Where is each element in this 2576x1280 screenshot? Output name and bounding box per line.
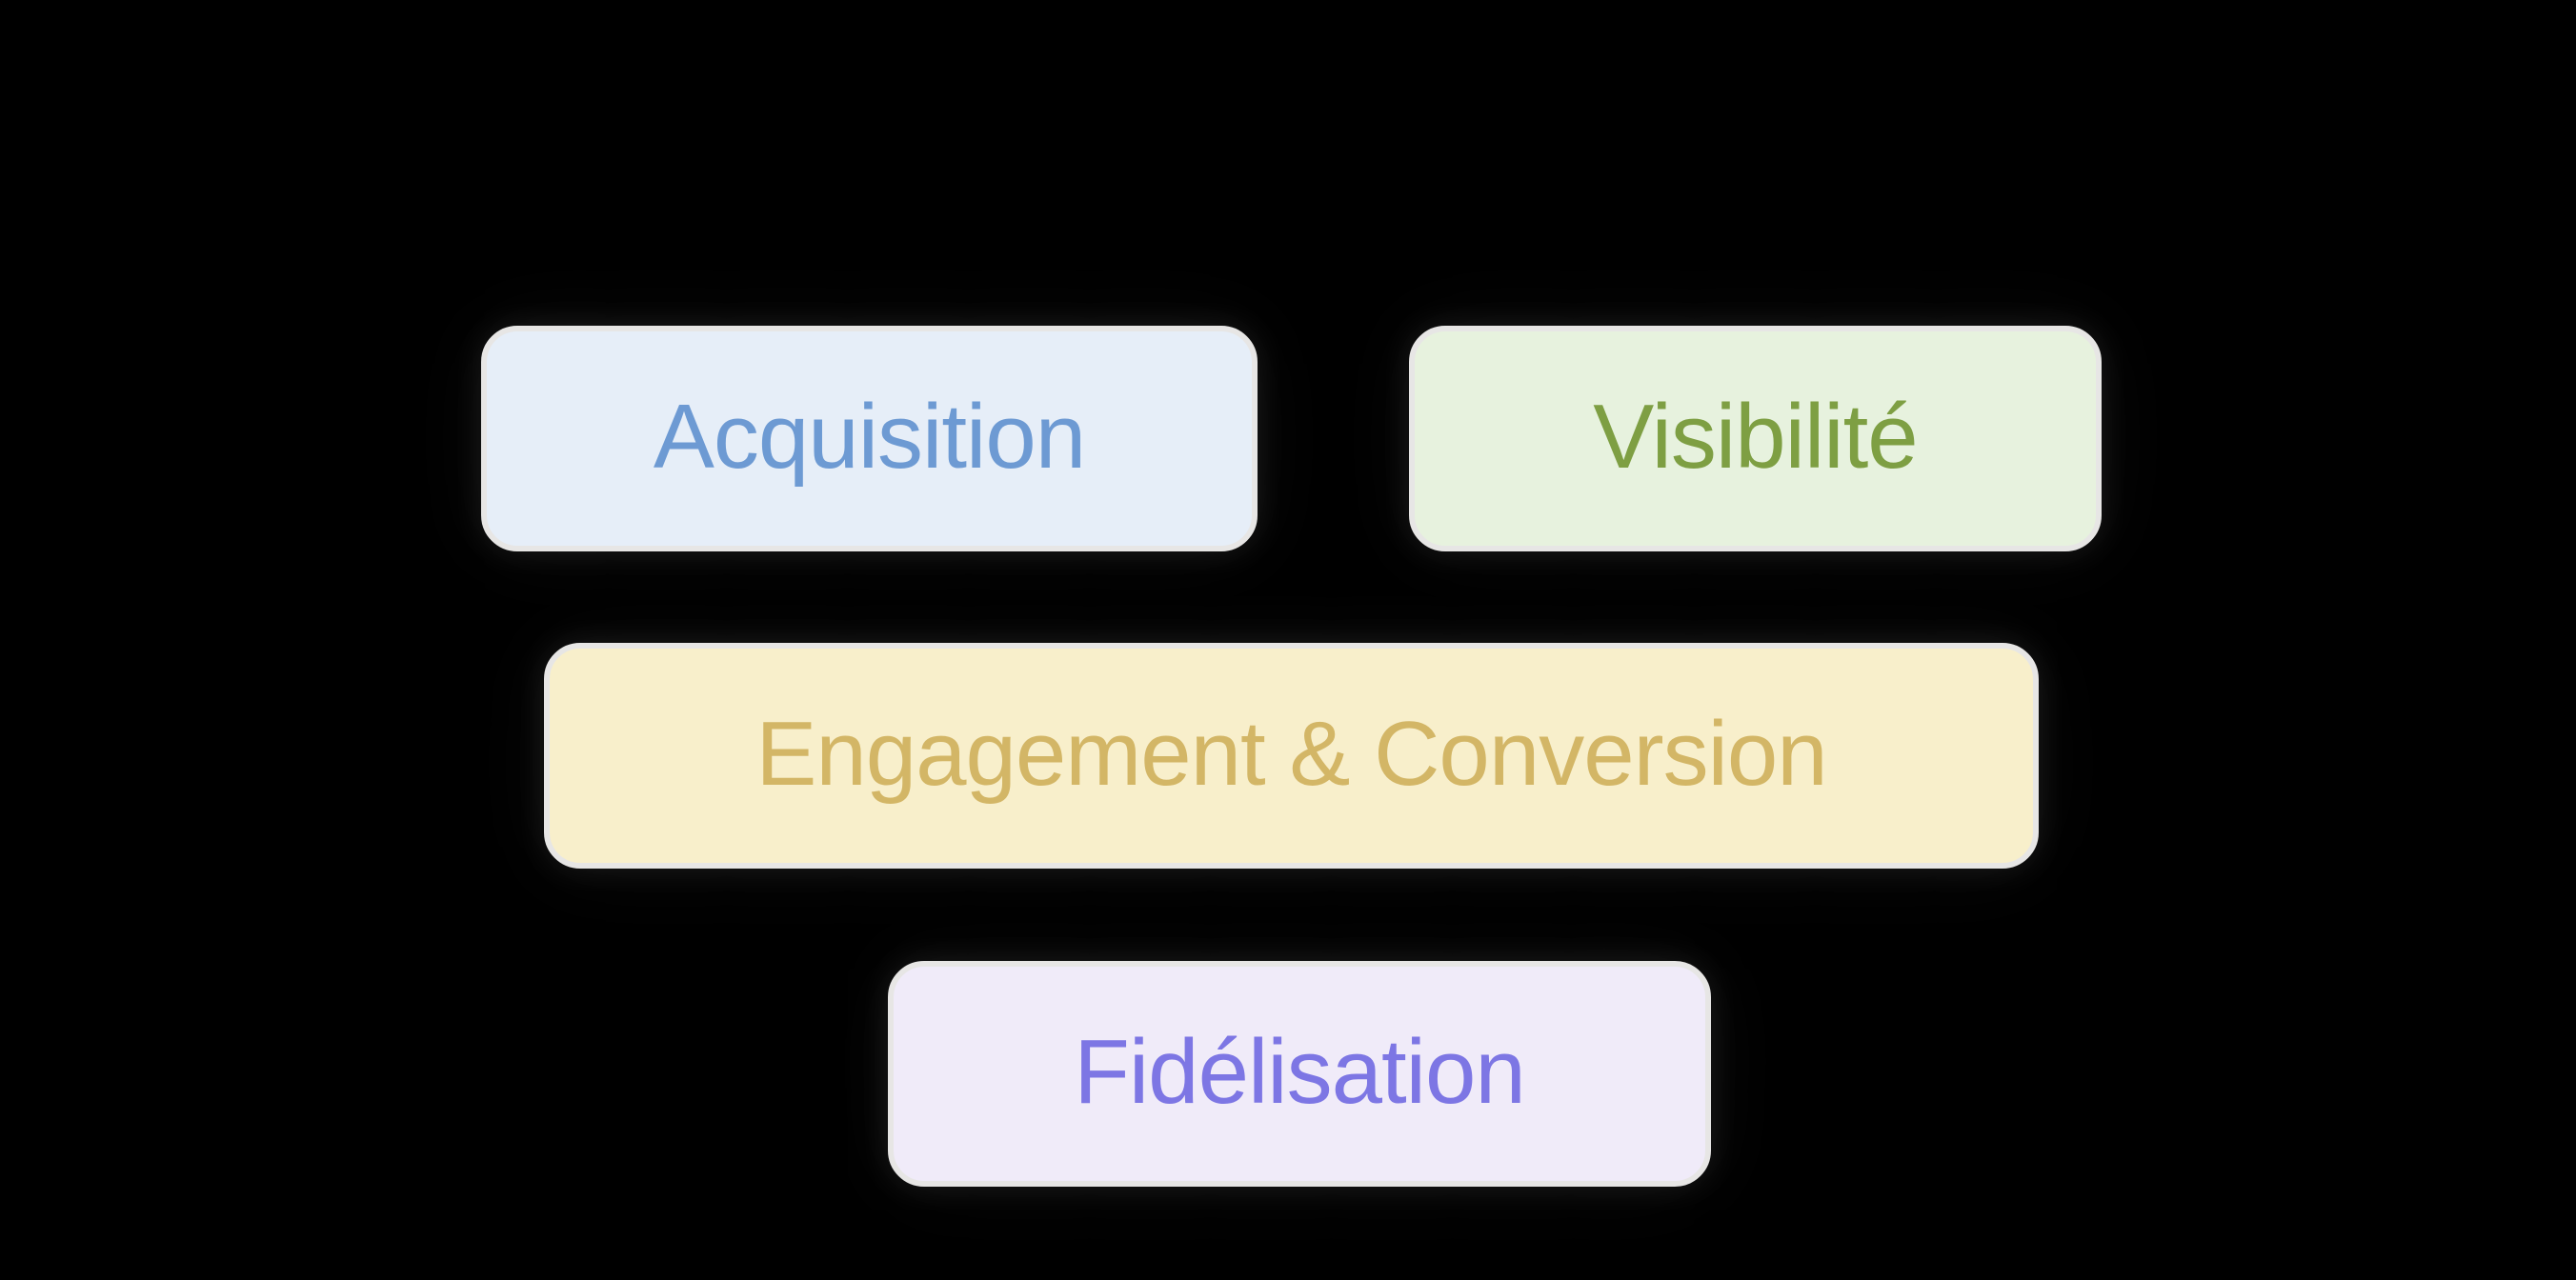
node-label: Acquisition: [653, 385, 1086, 488]
node-visibilite: Visibilité: [1409, 326, 2102, 551]
node-engagement-conversion: Engagement & Conversion: [544, 643, 2039, 869]
node-label: Engagement & Conversion: [755, 702, 1827, 805]
node-fidelisation: Fidélisation: [888, 961, 1711, 1187]
node-label: Fidélisation: [1074, 1020, 1526, 1123]
node-label: Visibilité: [1593, 385, 1918, 488]
node-acquisition: Acquisition: [481, 326, 1258, 551]
